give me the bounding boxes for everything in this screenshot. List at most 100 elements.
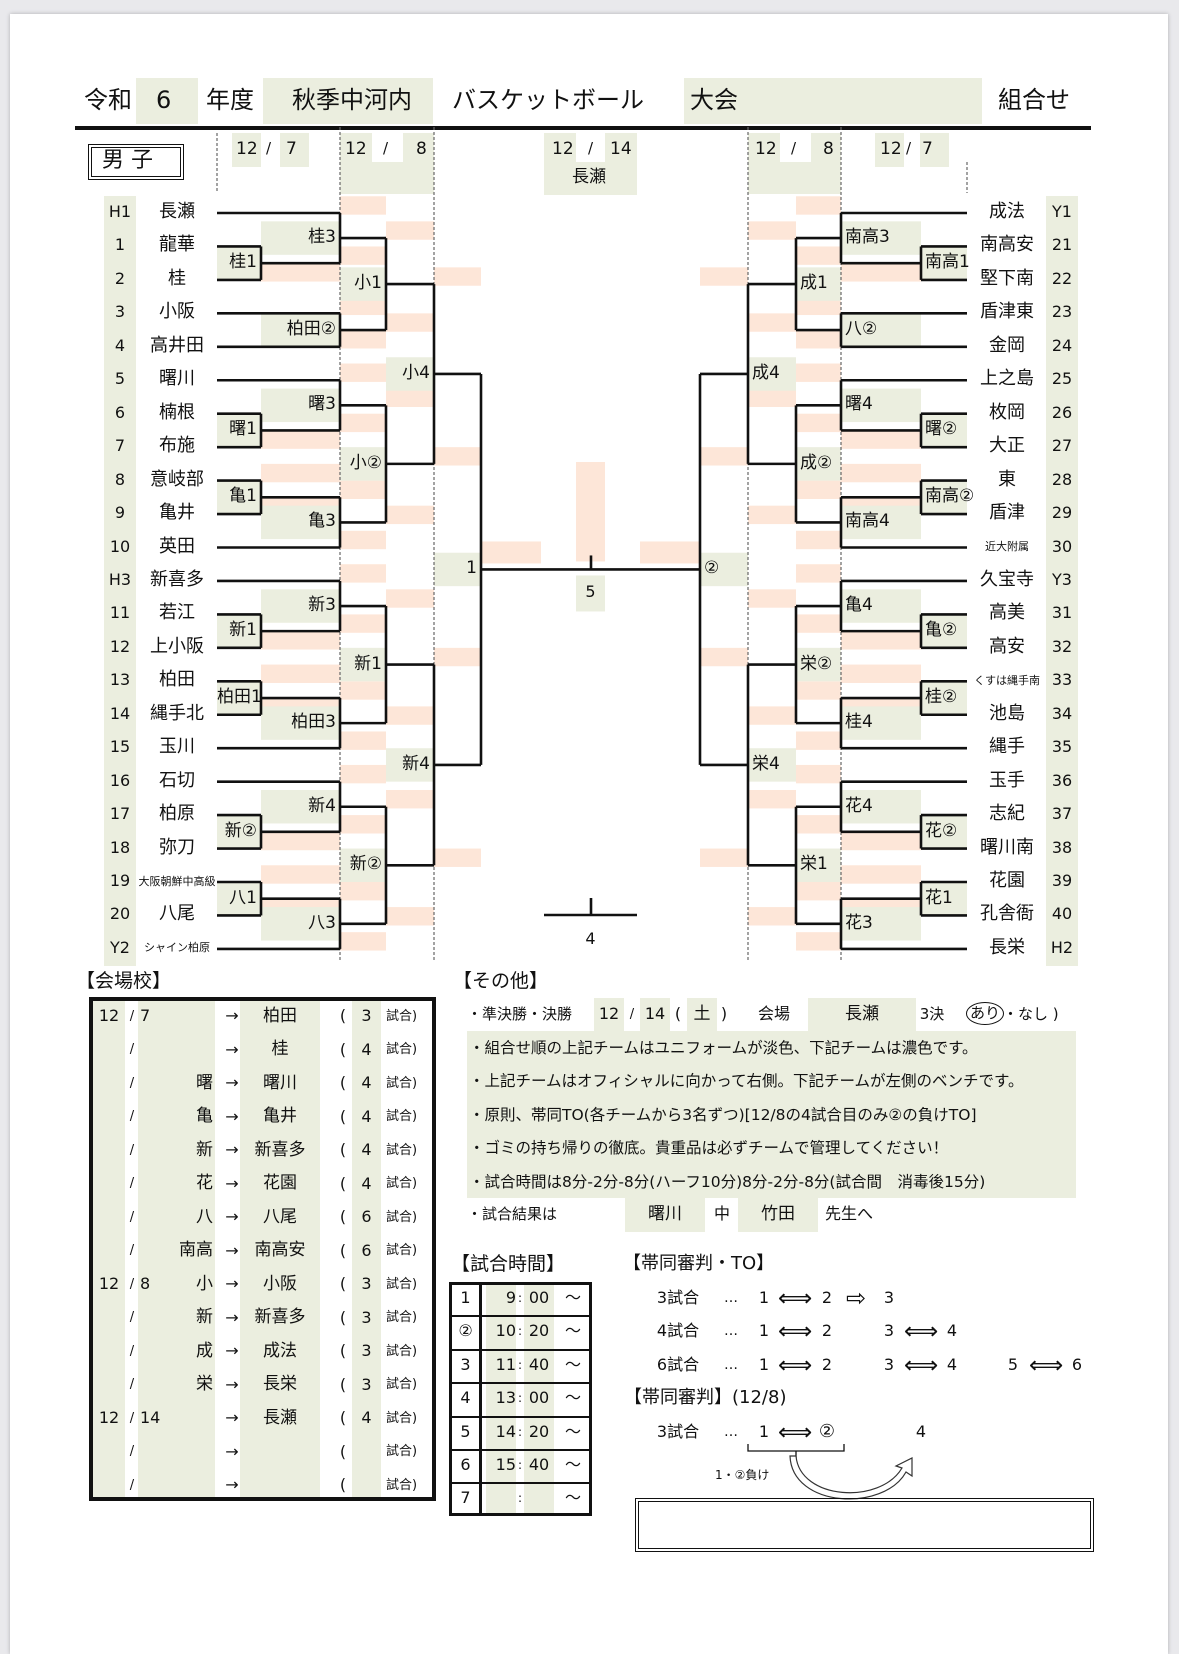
venue-arrow: →: [225, 1307, 239, 1327]
match-highlight: [796, 882, 841, 901]
seed-bg: [104, 932, 136, 967]
match-label: 桂3: [308, 227, 336, 248]
venue-slash: /: [129, 1343, 135, 1359]
note-line: ・組合せ順の上記チームはユニフォームが淡色、下記チームは濃色です。: [469, 1039, 978, 1057]
seed-bg: [104, 296, 136, 331]
time-colon: :: [517, 1458, 523, 1472]
referee-game-no: 1: [758, 1354, 770, 1374]
match-label-bg: [796, 848, 841, 882]
results-school: 曙川: [648, 1203, 682, 1224]
match-highlight: [434, 647, 481, 667]
note-line: ・上記チームはオフィシャルに向かって右側。下記チームが左側のベンチです。: [469, 1072, 1024, 1091]
team-name: 志紀: [989, 803, 1025, 825]
semis-third-label: 3決: [919, 1004, 945, 1023]
seed-bg: [104, 731, 136, 766]
time-no: 4: [460, 1388, 471, 1408]
team-seed: 4: [114, 335, 126, 355]
results-school-bg: [625, 1198, 705, 1232]
match-label-bg: [841, 790, 921, 824]
team-name: シャイン柏原: [144, 941, 210, 955]
match-highlight: [841, 865, 921, 884]
venue-slash: /: [129, 1209, 135, 1225]
team-seed: 5: [114, 369, 126, 389]
seed-bg: [104, 263, 136, 298]
seed-bg: [104, 363, 136, 398]
venue-games: 3: [361, 1341, 372, 1360]
match-label: 柏田3: [291, 712, 336, 733]
referee-game-no: 2: [821, 1354, 833, 1374]
match-highlight: [748, 313, 796, 332]
venue-arrow: →: [225, 1408, 239, 1427]
times-row-rule: [452, 1415, 589, 1418]
venue-abbr: 花: [196, 1173, 213, 1193]
time-no: 5: [460, 1421, 471, 1441]
special-target: 4: [915, 1422, 927, 1441]
team-seed: 39: [1051, 871, 1073, 890]
referee-game-no: 4: [946, 1321, 958, 1341]
final-venue-bg: [544, 162, 637, 195]
match-highlight: [340, 480, 386, 499]
match-highlight: [748, 706, 796, 725]
match-label-bg: [841, 221, 921, 255]
venue-arrow: →: [225, 1475, 239, 1494]
venue-paren: (: [339, 1140, 347, 1159]
seed-bg: [1046, 296, 1078, 331]
team-seed: 9: [114, 503, 126, 523]
match-label: 八②: [845, 319, 878, 340]
team-name: 近大附属: [985, 540, 1029, 553]
match-highlight: [748, 388, 796, 408]
team-name: 上之島: [980, 368, 1034, 390]
venue-games-suffix: 試合): [386, 1410, 418, 1426]
team-seed: 28: [1051, 469, 1073, 489]
team-name: 上小阪: [150, 635, 204, 657]
time-min: 00: [528, 1288, 550, 1307]
match-label-bg: [261, 706, 340, 740]
team-seed: 13: [109, 670, 131, 690]
match-highlight: [261, 831, 340, 851]
referee-games-label: 3試合: [656, 1288, 700, 1307]
match-highlight: [261, 664, 340, 683]
final-label-bg: [576, 575, 605, 612]
match-label-bg: [261, 907, 340, 941]
year-box: [136, 78, 198, 124]
venue-abbr: 南高: [179, 1240, 213, 1260]
team-name: 久宝寺: [980, 568, 1034, 590]
match-highlight: [796, 413, 841, 433]
referee-games-label: 6試合: [656, 1354, 700, 1374]
match-label-bg: [841, 313, 921, 347]
results-suffix: 先生へ: [825, 1204, 874, 1223]
semis-close: ): [720, 1004, 728, 1023]
match-label: 八1: [229, 887, 257, 908]
team-name: 長栄: [989, 936, 1025, 958]
match-label: 曙1: [229, 419, 257, 440]
team-seed: 40: [1051, 904, 1073, 924]
team-seed: 33: [1051, 670, 1073, 690]
venue-games-col: [352, 1001, 381, 1497]
match-label-bg: [748, 748, 796, 782]
curved-arrow-icon: [789, 1455, 913, 1500]
match-highlight: [796, 564, 841, 583]
seed-bg: [1046, 229, 1078, 264]
seed-bg: [104, 463, 136, 498]
venue-name: 長栄: [263, 1374, 297, 1394]
seed-bg: [1046, 196, 1078, 231]
venue-games: 3: [361, 1374, 372, 1394]
note-line: ・原則、帯同TO(各チームから3名ずつ)[12/8の4試合目のみ②の負けTO]: [469, 1105, 977, 1124]
notes-title: 【その他】: [453, 970, 549, 992]
venue-name: 花園: [263, 1173, 297, 1193]
venue-name: 南高安: [254, 1240, 306, 1260]
seed-bg: [1046, 898, 1078, 933]
team-name: 龍華: [159, 234, 195, 256]
match-label: 新②: [349, 854, 382, 875]
team-seed: 38: [1051, 837, 1073, 857]
time-hour: 11: [495, 1354, 516, 1374]
match-highlight: [340, 530, 386, 550]
venue-name: 小阪: [263, 1273, 297, 1294]
match-label: 八3: [308, 912, 336, 933]
semis-sep: /: [629, 1006, 635, 1022]
match-label: 花1: [925, 887, 953, 908]
match-label: 桂4: [845, 712, 873, 733]
match-label-bg: [796, 647, 841, 682]
match-highlight: [796, 330, 841, 349]
